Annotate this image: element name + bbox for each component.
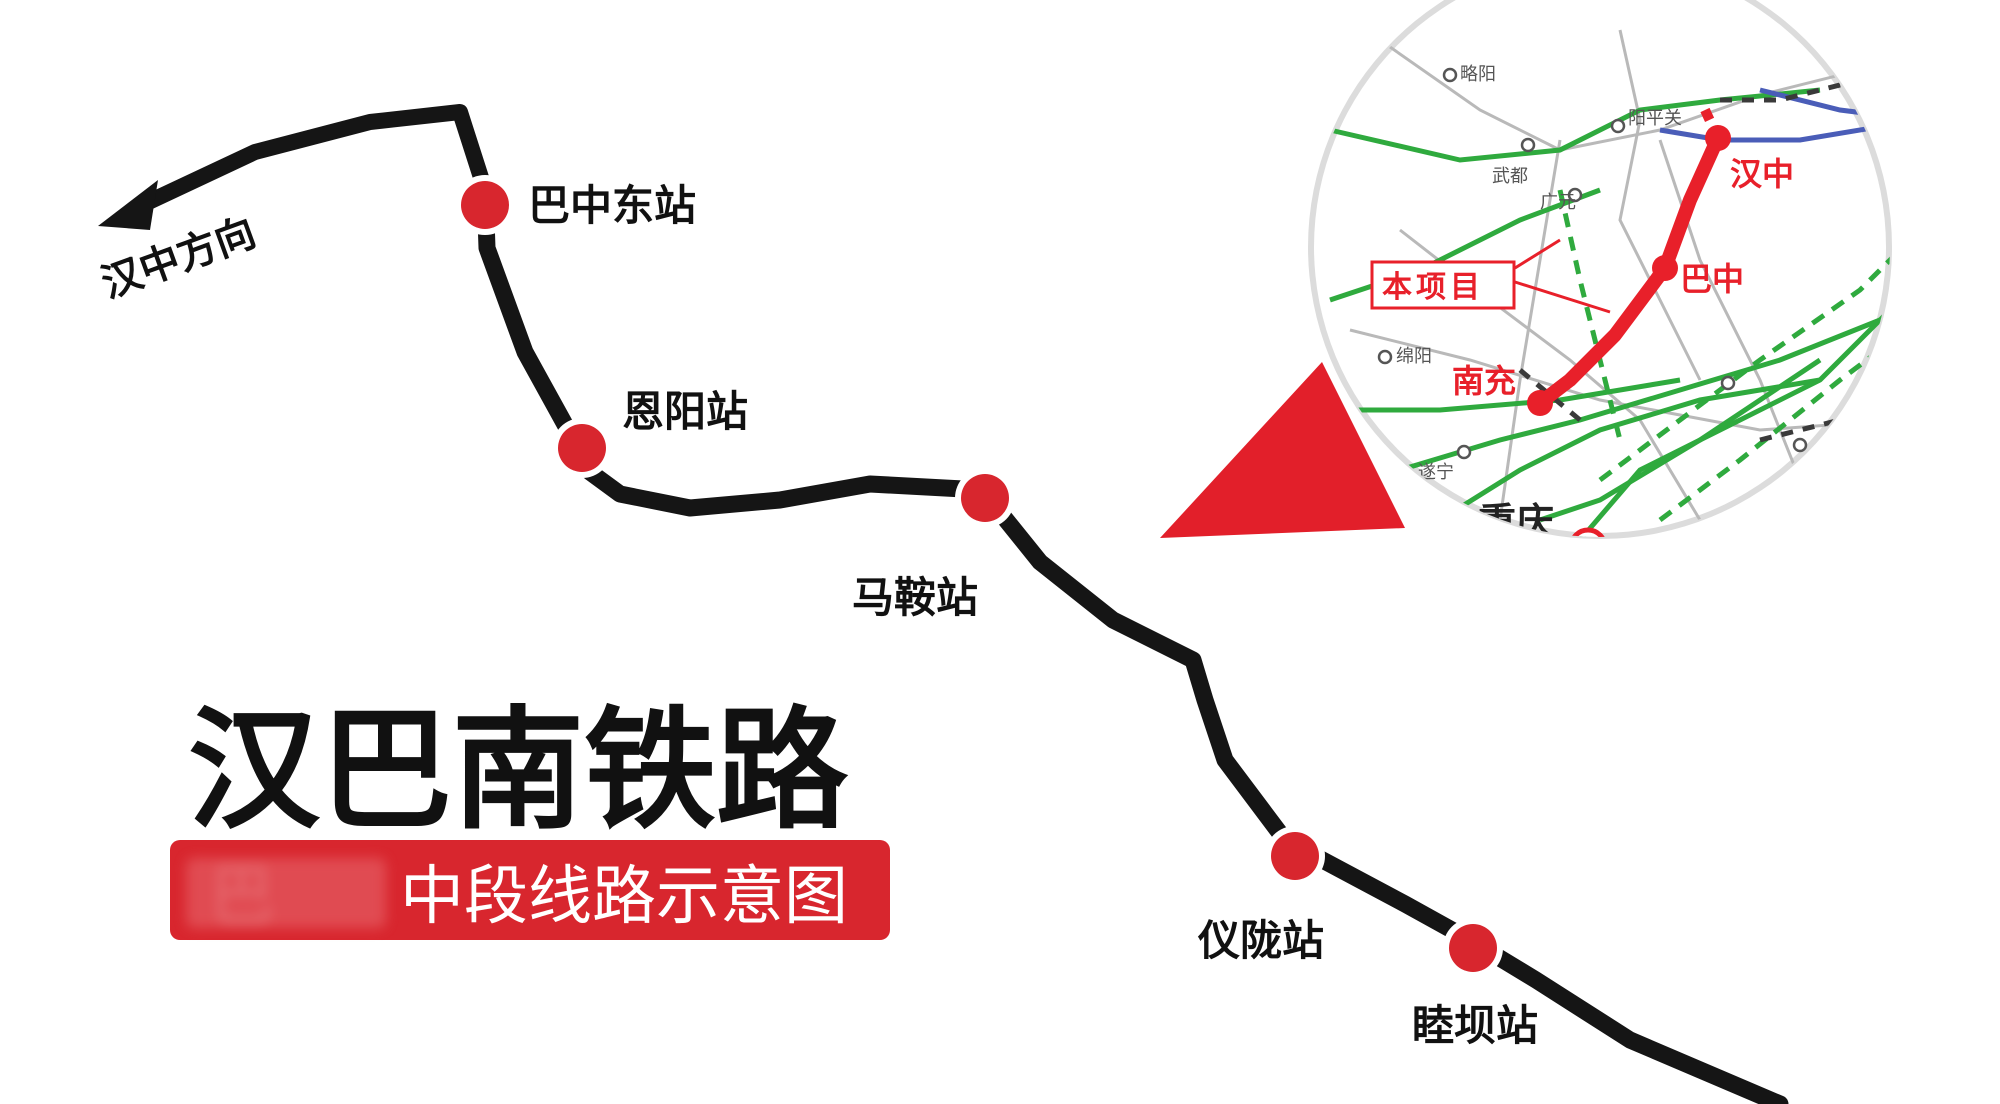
station-marker-yilong: 仪陇站 <box>1197 826 1325 965</box>
inset-city-label: 巴中 <box>1680 260 1744 298</box>
station-label: 巴中东站 <box>528 181 696 230</box>
inset-place-dot <box>1610 118 1626 134</box>
inset-project-label: 本项目 <box>1382 270 1484 305</box>
station-dot <box>1449 924 1497 972</box>
station-dot <box>558 424 606 472</box>
subtitle-banner: 巴 中段线路示意图 <box>170 840 890 940</box>
station-marker-maan: 马鞍站 <box>852 468 1015 622</box>
inset-place-label: 广元 <box>1540 192 1576 213</box>
station-label: 睦坝站 <box>1412 1001 1538 1050</box>
station-dot <box>961 474 1009 522</box>
inset-city-dot <box>1527 390 1553 416</box>
subtitle-blur-mask <box>186 858 386 928</box>
inset-map-bg <box>1314 0 1886 533</box>
inset-place-dot <box>1520 137 1536 153</box>
station-dot <box>1271 832 1319 880</box>
inset-place-dot <box>1792 437 1808 453</box>
inset-pointer <box>1160 362 1405 538</box>
station-label: 马鞍站 <box>852 573 978 622</box>
inset-city-dot <box>1705 125 1731 151</box>
inset-place-label: 绵阳 <box>1396 346 1432 367</box>
inset-project-label-box <box>1370 260 1516 310</box>
inset-place-label: 略阳 <box>1460 64 1496 85</box>
station-marker-bazhongdong: 巴中东站 <box>455 175 696 235</box>
subtitle-text: 中段线路示意图 <box>400 860 848 934</box>
station-marker-enyang: 恩阳站 <box>552 387 748 478</box>
page-title: 汉巴南铁路 <box>188 694 849 848</box>
inset-city-label: 汉中 <box>1730 155 1794 193</box>
inset-place-dot <box>1720 375 1736 391</box>
inset-city-dot <box>1652 255 1678 281</box>
station-marker-muba: 睦坝站 <box>1412 918 1538 1050</box>
inset-place-label: 阳平关 <box>1628 108 1682 129</box>
inset-place-label: 武都 <box>1492 166 1528 187</box>
direction-arrow-head <box>98 180 158 230</box>
direction-arrow-line <box>132 104 493 214</box>
station-label: 仪陇站 <box>1197 916 1324 965</box>
inset-chongqing-marker <box>1568 527 1608 537</box>
inset-place-dot <box>1456 444 1472 460</box>
inset-place-dot <box>1442 67 1458 83</box>
inset-project-line <box>1533 131 1725 410</box>
inset-place-dot <box>1567 187 1583 203</box>
station-label: 恩阳站 <box>622 387 748 436</box>
inset-map: 略阳 阳平关 武都 广元 绵阳 遂宁 本项目 汉中 巴中 南充 重庆 <box>1308 0 1892 544</box>
inset-place-label: 遂宁 <box>1418 462 1454 483</box>
inset-place-dot <box>1377 349 1393 365</box>
inset-city-label: 南充 <box>1452 362 1516 400</box>
station-dot <box>461 181 509 229</box>
inset-main-city-label: 重庆 <box>1478 500 1554 544</box>
